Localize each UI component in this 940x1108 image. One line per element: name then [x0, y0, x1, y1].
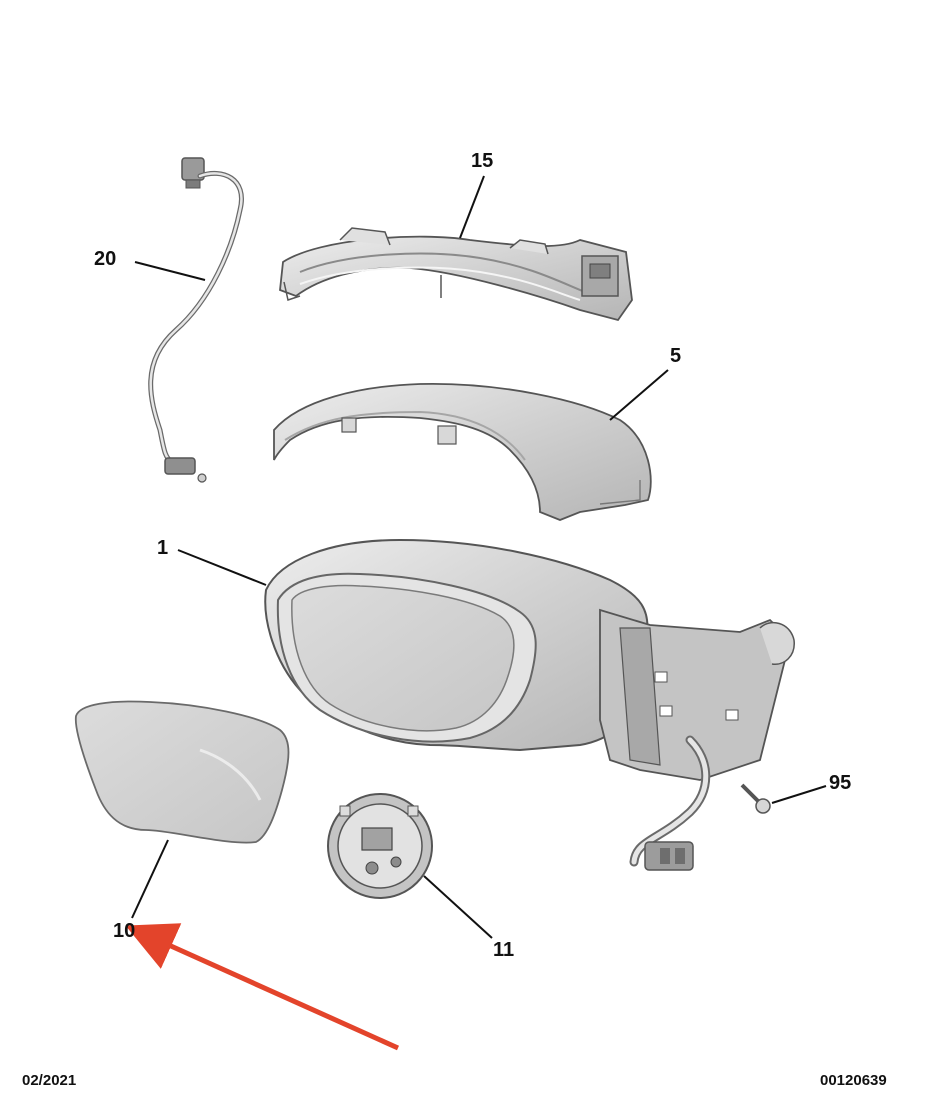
callout-5: 5: [670, 345, 682, 367]
part-20-wiring-harness: [148, 157, 244, 483]
leader-11: [423, 875, 493, 939]
red-pointer-arrow: [125, 923, 400, 1051]
part-11-adjust-motor: [327, 793, 433, 899]
leader-5: [609, 369, 669, 421]
part-1-mirror-assembly: [264, 538, 795, 871]
leader-20: [134, 261, 206, 281]
callout-10: 10: [113, 920, 136, 942]
leader-10: [131, 839, 169, 919]
part-5-cover-cap: [273, 382, 652, 521]
part-10-mirror-glass: [74, 700, 290, 844]
callout-1: 1: [157, 537, 169, 559]
leader-95: [771, 785, 827, 804]
leader-lines: [131, 175, 827, 939]
leader-15: [459, 175, 485, 239]
part-15-indicator: [279, 227, 633, 322]
callout-11: 11: [493, 939, 515, 961]
part-95-screw: [740, 783, 771, 814]
footer-reference: 00120639: [820, 1072, 887, 1089]
callout-95: 95: [829, 772, 852, 794]
callout-20: 20: [94, 248, 117, 270]
footer-date: 02/2021: [22, 1072, 77, 1089]
callout-15: 15: [471, 150, 494, 172]
leader-1: [177, 549, 267, 586]
